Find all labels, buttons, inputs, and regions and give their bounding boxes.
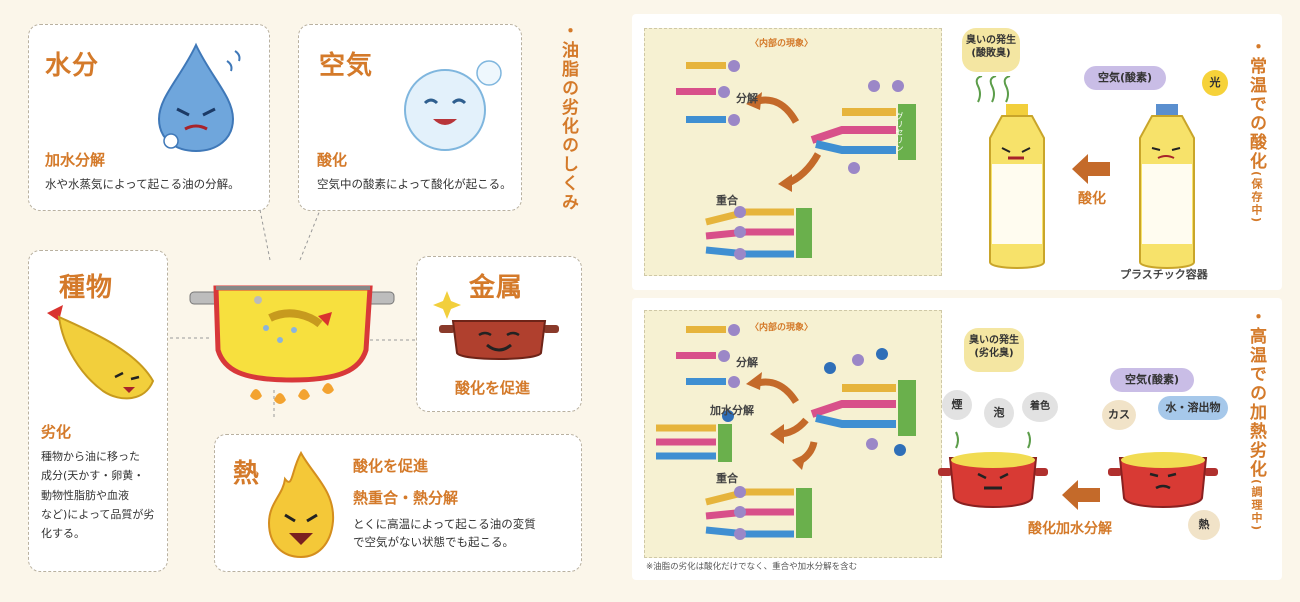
seeds-desc: 種物から油に移った 成分(天かす・卵黄・ 動物性脂肪や血液 など)によって品質が… (41, 447, 154, 543)
room-temp-title-main: ・常温での酸化 (1246, 38, 1266, 171)
high-temp-title-main: ・高温での加熱劣化 (1246, 308, 1266, 479)
foam-bubble: 泡 (984, 398, 1014, 428)
heat-desc: とくに高温によって起こる油の変質 で空気がない状態でも起こる。 (353, 515, 536, 552)
high-temp-arrow-label: 酸化加水分解 (1028, 521, 1112, 537)
room-temp-decompose-label: 分解 (736, 92, 758, 105)
room-temp-arrow-label: 酸化 (1078, 191, 1106, 207)
metal-card: 金属 酸化を促進 (416, 256, 582, 412)
oil-deterioration-title: ・油脂の劣化のしくみ (558, 22, 578, 212)
heat-card: 熱 酸化を促進 熱重合・熱分解 とくに高温によって起こる油の変質 で空気がない状… (214, 434, 582, 572)
seeds-desc-line: 成分(天かす・卵黄・ (41, 469, 145, 483)
room-temp-title-sub: (保存中) (1250, 171, 1263, 225)
room-temp-air-bubble: 空気(酸素) (1084, 66, 1166, 90)
heat-subtitle-2: 熱重合・熱分解 (353, 489, 459, 507)
heat-desc-line: で空気がない状態でも起こる。 (353, 535, 514, 550)
high-temp-title: ・高温での加熱劣化(調理中) (1244, 308, 1269, 532)
high-temp-inner-label: 〈内部の現象〉 (750, 323, 814, 333)
seeds-subtitle: 劣化 (41, 423, 72, 441)
dregs-bubble: カス (1102, 400, 1136, 430)
air-subtitle: 酸化 (317, 151, 348, 169)
seeds-title: 種物 (59, 273, 114, 303)
room-temp-title: ・常温での酸化(保存中) (1244, 38, 1269, 224)
seeds-desc-line: など)によって品質が劣 (41, 507, 155, 521)
oxidized-bottle-icon (989, 104, 1045, 269)
water-drop-icon (157, 42, 241, 153)
high-temp-decompose-label: 分解 (736, 356, 758, 369)
room-temp-polymerize-label: 重合 (716, 194, 738, 207)
high-temp-panel: 〈内部の現象〉 分解 加水分解 重合 ※油脂の劣化は酸化だけでなく、重合や加水分… (632, 298, 1282, 580)
seeds-desc-line: 種物から油に移った (41, 450, 140, 463)
footnote-text: ※油脂の劣化は酸化だけでなく、重合や加水分解を含む (646, 562, 858, 572)
glycerin-label: グリセリン (895, 112, 904, 152)
high-temp-odor-bubble: 臭いの発生 (劣化臭) (964, 328, 1024, 372)
room-temp-inner-label: 〈内部の現象〉 (750, 39, 814, 49)
fragment-group (676, 60, 740, 126)
high-temp-arrow-icon (1062, 480, 1100, 510)
seeds-desc-line: 動物性脂肪や血液 (41, 488, 129, 502)
high-temp-hydrolysis-label: 加水分解 (710, 404, 754, 417)
air-title: 空気 (319, 51, 374, 81)
heat-desc-line: とくに高温によって起こる油の変質 (353, 517, 536, 531)
high-temp-molecule-diagram (656, 324, 916, 540)
metal-pot-icon (433, 291, 559, 360)
room-temp-molecule-diagram (676, 60, 916, 260)
room-temp-panel: 〈内部の現象〉 分解 重合 グリセリン 臭いの発生 (酸敗臭) (632, 14, 1282, 290)
metal-subtitle: 酸化を促進 (455, 379, 531, 397)
water-eluate-bubble: 水・溶出物 (1158, 396, 1228, 420)
room-temp-odor-bubble: 臭いの発生 (酸敗臭) (962, 28, 1020, 72)
degraded-pot-icon (938, 431, 1048, 508)
plastic-container-label: プラスチック容器 (1120, 268, 1208, 281)
seeds-card: 種物 劣化 種物から油に移った 成分(天かす・卵黄・ 動物性脂肪や血液 など)に… (28, 250, 168, 572)
air-card: 空気 酸化 空気中の酸素によって酸化が起こる。 (298, 24, 522, 211)
high-temp-polymerize-label: 重合 (716, 472, 738, 485)
heat-title: 熱 (233, 459, 261, 489)
air-bubble-icon (404, 60, 502, 151)
frying-pot-illustration (170, 209, 416, 420)
smoke-bubble: 煙 (942, 390, 972, 420)
heat-subtitle-1: 酸化を促進 (353, 457, 429, 475)
water-desc: 水や水蒸気によって起こる油の分解。 (45, 177, 240, 191)
heat-bubble: 熱 (1188, 510, 1220, 540)
odor-wave-icon (975, 76, 1011, 103)
high-temp-title-sub: (調理中) (1250, 479, 1263, 533)
high-temp-odor-text: 臭いの発生 (劣化臭) (969, 335, 1019, 359)
seeds-desc-line: 化する。 (41, 527, 85, 540)
room-temp-arrow-icon (1072, 154, 1110, 184)
water-title: 水分 (45, 51, 100, 81)
room-temp-light-bubble: 光 (1202, 70, 1228, 96)
fried-shrimp-icon (47, 305, 155, 400)
metal-title: 金属 (469, 273, 524, 303)
air-desc: 空気中の酸素によって酸化が起こる。 (317, 177, 512, 191)
coloring-bubble: 着色 (1022, 392, 1058, 422)
cooking-pot-icon (1108, 452, 1218, 508)
water-card: 水分 加水分解 水や水蒸気によって起こる油の分解。 (28, 24, 270, 211)
room-temp-odor-text: 臭いの発生 (酸敗臭) (966, 35, 1016, 59)
plastic-bottle-icon (1139, 104, 1195, 269)
high-temp-air-bubble: 空気(酸素) (1110, 368, 1194, 392)
water-subtitle: 加水分解 (45, 151, 106, 169)
flame-icon (267, 450, 335, 559)
